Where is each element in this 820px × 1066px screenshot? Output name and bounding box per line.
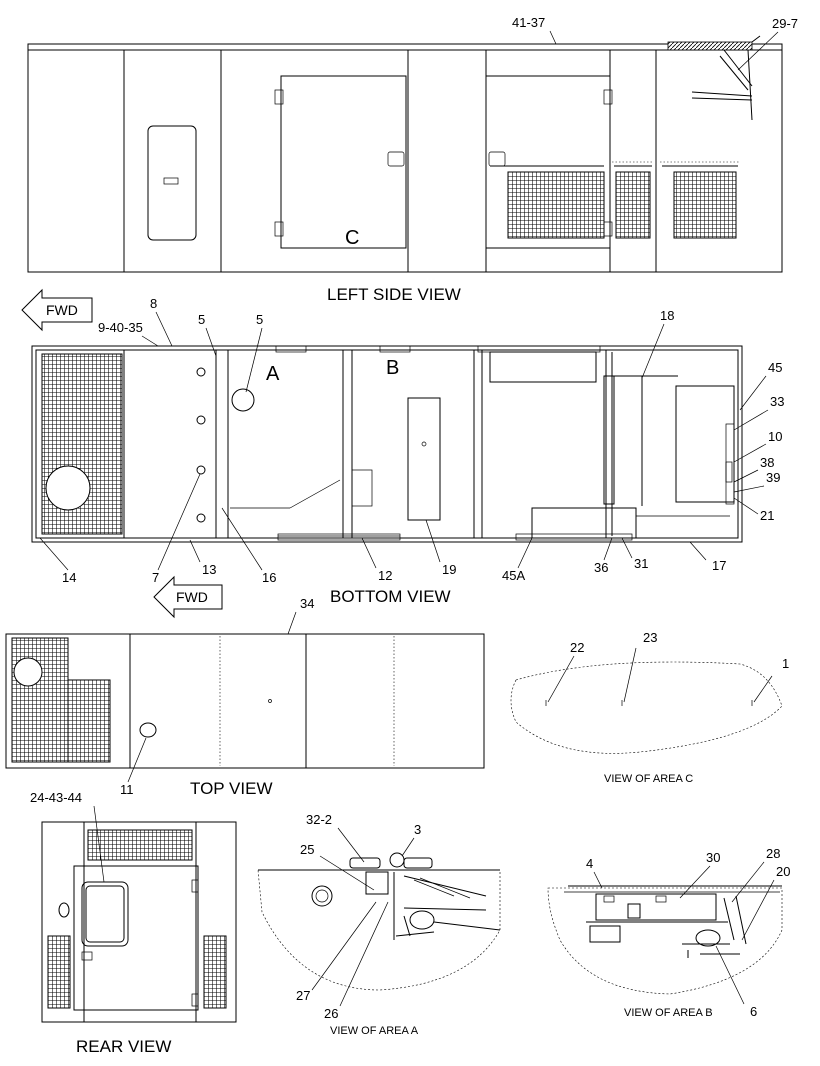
fwd-arrow: FWD bbox=[153, 575, 223, 619]
rear-view-title: REAR VIEW bbox=[76, 1037, 171, 1056]
panel-latch bbox=[163, 177, 179, 185]
access-panel bbox=[147, 125, 197, 241]
callout-9-40-35: 9-40-35 bbox=[98, 320, 143, 335]
callout-1: 1 bbox=[782, 656, 789, 671]
louver-grille bbox=[203, 935, 227, 1009]
callout-38: 38 bbox=[760, 455, 774, 470]
callout-23: 23 bbox=[643, 630, 657, 645]
louver-grille bbox=[41, 353, 123, 535]
callout-19: 19 bbox=[442, 562, 456, 577]
louver-grille bbox=[615, 171, 651, 239]
callout-22: 22 bbox=[570, 640, 584, 655]
area-c-marker: C bbox=[345, 227, 359, 249]
fwd-label: FWD bbox=[176, 589, 208, 605]
area-b-marker: B bbox=[386, 357, 399, 379]
callout-41-37: 41-37 bbox=[512, 15, 545, 30]
callout-21: 21 bbox=[760, 508, 774, 523]
top-outline bbox=[5, 633, 485, 769]
louver-grille bbox=[673, 171, 737, 239]
callout-45: 45 bbox=[768, 360, 782, 375]
exhaust-opening bbox=[45, 465, 91, 511]
hinge bbox=[274, 89, 284, 105]
callout-45a: 45A bbox=[502, 568, 525, 583]
callout-30: 30 bbox=[706, 850, 720, 865]
drain-port bbox=[231, 388, 255, 412]
louver-grille bbox=[507, 171, 605, 239]
door-handle bbox=[387, 151, 405, 167]
area-b-title: VIEW OF AREA B bbox=[624, 1007, 713, 1019]
rear-view bbox=[41, 821, 237, 1023]
enclosure-outline bbox=[27, 43, 783, 273]
top-view-title: TOP VIEW bbox=[190, 779, 273, 798]
callout-10: 10 bbox=[768, 429, 782, 444]
rear-outline bbox=[41, 821, 237, 1023]
lifting-eye bbox=[139, 722, 157, 738]
callout-36: 36 bbox=[594, 560, 608, 575]
service-door-c bbox=[280, 75, 407, 249]
callout-39: 39 bbox=[766, 470, 780, 485]
callout-24-43-44: 24-43-44 bbox=[30, 790, 82, 805]
exhaust-opening bbox=[13, 657, 43, 687]
bottom-view: A B bbox=[31, 345, 743, 543]
area-b-callouts: 4 30 28 20 6 bbox=[586, 846, 790, 1019]
callout-8: 8 bbox=[150, 296, 157, 311]
callout-7: 7 bbox=[152, 570, 159, 585]
area-a-callouts: 32-2 3 25 27 26 bbox=[296, 812, 421, 1021]
hose-clamp bbox=[389, 852, 405, 868]
fwd-label: FWD bbox=[46, 302, 78, 318]
callout-26: 26 bbox=[324, 1006, 338, 1021]
radiator-outline bbox=[675, 385, 735, 503]
bottom-callouts: 8 9-40-35 5 5 18 45 33 10 38 39 21 14 7 … bbox=[39, 296, 784, 585]
callout-12: 12 bbox=[378, 568, 392, 583]
louver-grille bbox=[67, 679, 111, 763]
rear-window bbox=[81, 881, 129, 947]
rear-door bbox=[73, 865, 199, 1011]
callout-31: 31 bbox=[634, 556, 648, 571]
fuel-tank-cover bbox=[407, 397, 441, 521]
callout-33: 33 bbox=[770, 394, 784, 409]
top-view bbox=[5, 633, 485, 769]
rear-callouts: 24-43-44 bbox=[30, 790, 105, 883]
callout-28: 28 bbox=[766, 846, 780, 861]
callout-16: 16 bbox=[262, 570, 276, 585]
callout-5: 5 bbox=[198, 312, 205, 327]
left-side-view: C bbox=[27, 35, 783, 273]
callout-4: 4 bbox=[586, 856, 593, 871]
hinge bbox=[274, 221, 284, 237]
callout-6: 6 bbox=[750, 1004, 757, 1019]
callout-32-2: 32-2 bbox=[306, 812, 332, 827]
callout-3: 3 bbox=[414, 822, 421, 837]
area-a-marker: A bbox=[266, 363, 280, 385]
callout-13: 13 bbox=[202, 562, 216, 577]
area-a-detail bbox=[257, 852, 501, 991]
area-c-detail: 22 23 1 bbox=[510, 630, 789, 754]
left-side-callouts: 41-37 29-7 bbox=[512, 15, 798, 71]
area-c-title: VIEW OF AREA C bbox=[604, 773, 693, 785]
callout-27: 27 bbox=[296, 988, 310, 1003]
callout-20: 20 bbox=[776, 864, 790, 879]
louver-grille bbox=[11, 637, 69, 763]
left-side-view-title: LEFT SIDE VIEW bbox=[327, 285, 461, 304]
roof-seal bbox=[667, 41, 753, 51]
bottom-view-title: BOTTOM VIEW bbox=[330, 587, 451, 606]
drain-fitting bbox=[311, 885, 333, 907]
callout-11: 11 bbox=[120, 782, 134, 797]
area-b-detail bbox=[547, 885, 783, 995]
callout-14: 14 bbox=[62, 570, 76, 585]
top-callouts: 34 11 bbox=[120, 596, 314, 797]
fwd-arrow: FWD bbox=[21, 288, 93, 332]
callout-25: 25 bbox=[300, 842, 314, 857]
callout-18: 18 bbox=[660, 308, 674, 323]
callout-34: 34 bbox=[300, 596, 314, 611]
louver-grille bbox=[47, 935, 71, 1009]
callout-5: 5 bbox=[256, 312, 263, 327]
hose-loop bbox=[695, 929, 721, 947]
callout-29-7: 29-7 bbox=[772, 16, 798, 31]
callout-17: 17 bbox=[712, 558, 726, 573]
louver-grille bbox=[87, 829, 193, 861]
area-a-title: VIEW OF AREA A bbox=[330, 1025, 419, 1037]
